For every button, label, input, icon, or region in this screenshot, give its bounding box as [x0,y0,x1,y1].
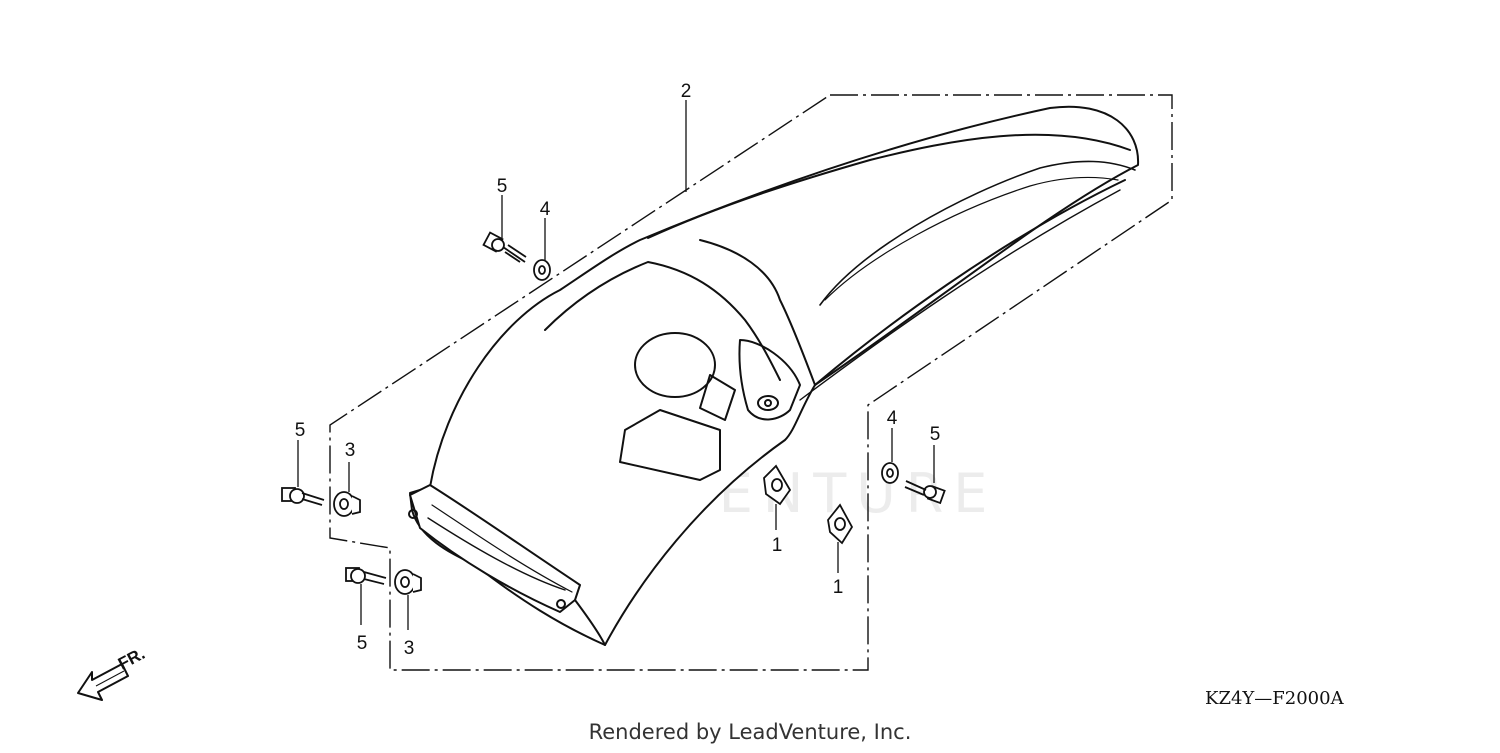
fender-mount-boss [699,374,736,421]
fender-bolt-hole-upper [757,395,779,411]
bolt-5-left-upper[interactable] [281,487,325,506]
washer-4-upper[interactable] [533,259,551,281]
front-direction-indicator: FR. [77,644,148,701]
rear-fender[interactable] [408,105,1140,646]
fender-outer-contour [409,105,1140,646]
render-credit: Rendered by LeadVenture, Inc. [588,720,912,744]
callouts: 2 5 4 5 3 5 3 1 1 4 5 [295,81,941,659]
washer-4-right[interactable] [881,462,899,484]
callout-part-5-left-lower: 5 [357,633,368,654]
bolt-5-upper[interactable] [482,231,527,263]
callout-part-3-upper: 3 [345,440,356,461]
fender-lower-edge-2 [799,189,1121,401]
assembly-outline [329,94,1173,671]
fender-lower-edge [814,179,1126,386]
fender-upper-window [819,160,1136,306]
fender-rear-lip [409,484,581,613]
bolt-5-right[interactable] [904,480,946,505]
fender-top-surface [647,133,1131,239]
callout-part-5-right: 5 [930,424,941,445]
fender-mount-bracket [738,339,801,421]
leader-lines [297,100,935,630]
diagram-code: KZ4Y—F2000A [1205,688,1344,709]
callout-part-4-right: 4 [887,408,898,429]
grommet-3-upper[interactable] [333,491,361,517]
callout-part-5-upper: 5 [497,176,508,197]
grommet-3-lower[interactable] [394,569,422,595]
bolt-5-left-lower[interactable] [345,567,387,585]
callout-part-3-lower: 3 [404,638,415,659]
callout-part-1-upper: 1 [772,535,783,556]
fender-vent-opening [634,332,716,398]
fender-side-rib [699,239,816,386]
callout-part-5-left-upper: 5 [295,420,306,441]
clip-nut-1-lower[interactable] [827,503,854,545]
fender-mount-block [619,409,721,481]
callout-part-4-upper: 4 [540,199,551,220]
fender-upper-window-inner [824,176,1119,301]
callout-part-2: 2 [681,81,692,102]
callout-part-1-lower: 1 [833,577,844,598]
clip-nut-1-upper[interactable] [763,464,792,506]
